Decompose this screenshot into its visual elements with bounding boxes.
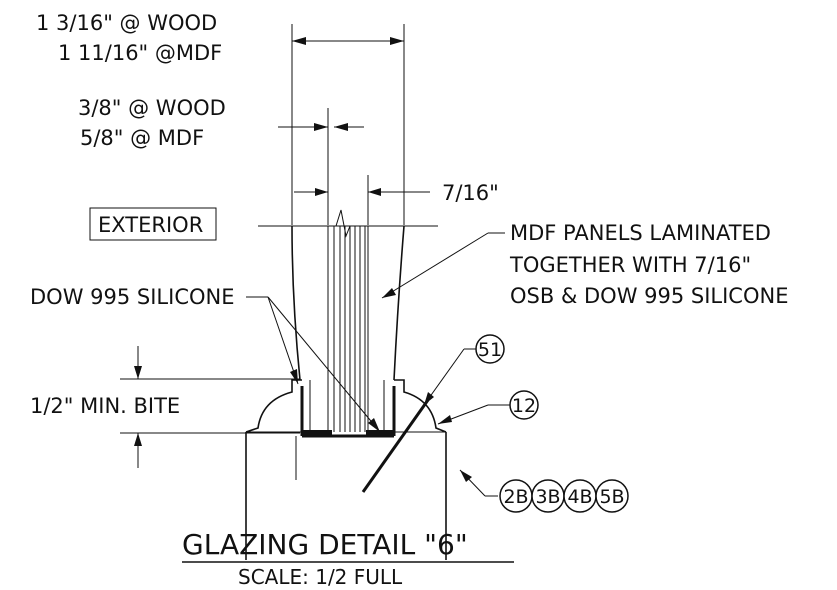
bite-dim-label: 1/2" MIN. BITE (30, 394, 180, 418)
svg-text:51: 51 (478, 339, 502, 361)
mdf-note-line-2: TOGETHER WITH 7/16" (509, 253, 751, 277)
callout-51: 51 (423, 334, 505, 406)
break-symbol (335, 209, 351, 238)
mdf-note-leader (381, 232, 505, 299)
gap-dim-label: 7/16" (442, 181, 499, 205)
svg-text:5B: 5B (599, 486, 624, 508)
mdf-note-line-3: OSB & DOW 995 SILICONE (510, 284, 788, 308)
panel-section (291, 225, 405, 432)
detail-scale: SCALE: 1/2 FULL (238, 565, 403, 589)
gap-dimension (294, 175, 430, 225)
exterior-box (89, 207, 217, 241)
overall-mdf-dim-label: 1 11/16" @MDF (58, 41, 222, 65)
inner-mdf-dim-label: 5/8" @ MDF (80, 126, 204, 150)
inner-width-dimension (278, 108, 364, 225)
callout-12: 12 (437, 390, 539, 425)
inner-wood-dim-label: 3/8" @ WOOD (78, 96, 226, 120)
svg-text:12: 12 (512, 395, 536, 417)
exterior-label: EXTERIOR (98, 213, 203, 237)
callout-group-b: 2B 3B 4B 5B (459, 469, 629, 513)
silicone-leader (246, 296, 381, 433)
section-cut-line (361, 399, 430, 493)
bite-dimension (120, 346, 300, 468)
svg-text:2B: 2B (503, 486, 528, 508)
overall-wood-dim-label: 1 3/16" @ WOOD (36, 11, 217, 35)
detail-title: GLAZING DETAIL "6" (182, 528, 468, 561)
mdf-note-line-1: MDF PANELS LAMINATED (510, 221, 771, 245)
silicone-label: DOW 995 SILICONE (30, 285, 234, 309)
svg-text:4B: 4B (567, 486, 592, 508)
svg-text:3B: 3B (535, 486, 560, 508)
frame-profile (245, 379, 447, 560)
